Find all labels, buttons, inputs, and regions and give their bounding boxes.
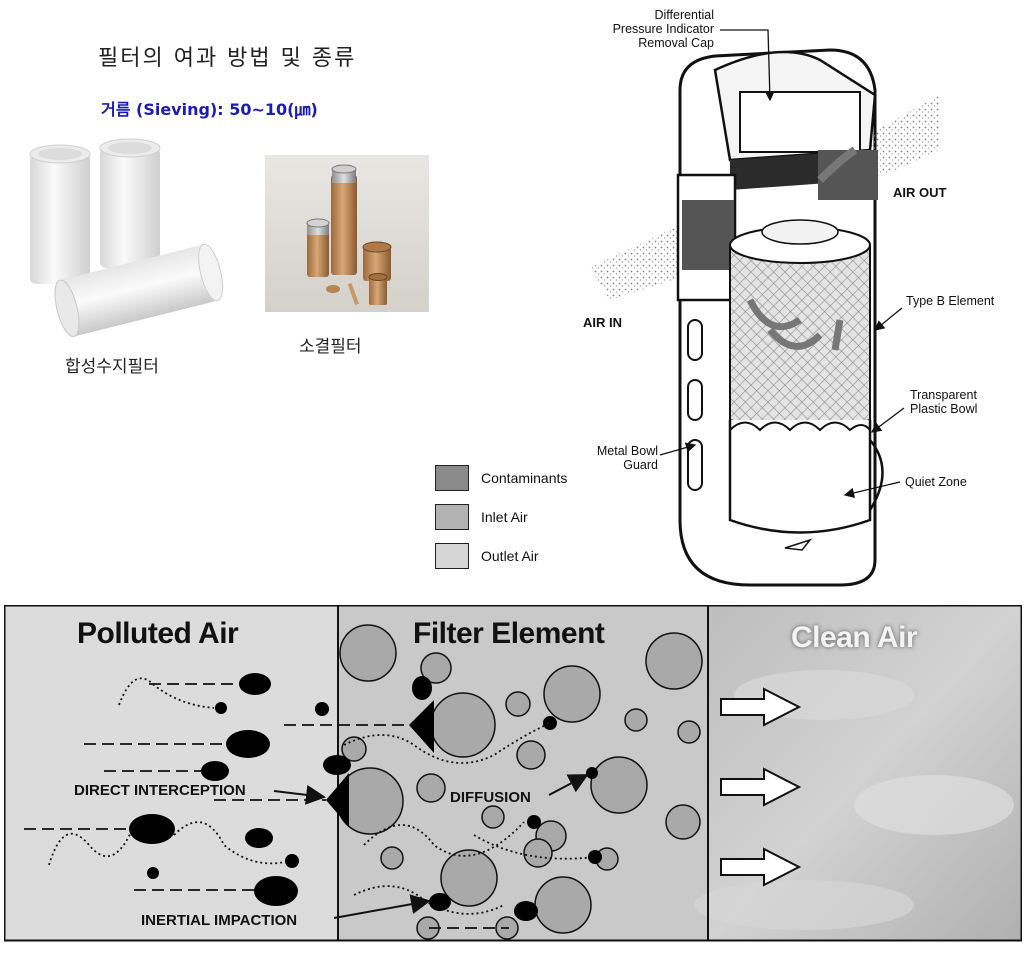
legend-swatch-contaminants [435,465,469,491]
air-out-label: AIR OUT [893,185,947,200]
label-line: Transparent [910,388,977,402]
sintered-filter-caption: 소결필터 [299,337,362,357]
legend: Contaminants Inlet Air Outlet Air [435,465,567,569]
quiet-zone-label: Quiet Zone [905,475,967,489]
label-line: Metal Bowl [596,444,658,458]
air-in-label: AIR IN [583,315,622,330]
label-line: Differential [654,8,714,22]
legend-swatch-inlet-air [435,504,469,530]
legend-item-contaminants: Contaminants [435,465,567,491]
label-line: Removal Cap [638,36,714,50]
label-line: Plastic Bowl [910,402,978,416]
filtration-mechanism-diagram [4,605,1022,942]
legend-item-inlet-air: Inlet Air [435,504,567,530]
synthetic-filter-image [29,138,224,338]
label-line: Pressure Indicator [612,22,714,36]
diffusion-label: DIFFUSION [450,789,531,806]
page-title: 필터의 여과 방법 및 종류 [98,46,357,71]
differential-indicator-label: Differential Pressure Indicator Removal … [600,8,714,50]
transparent-bowl-label: Transparent Plastic Bowl [910,388,977,416]
legend-label: Contaminants [481,470,568,486]
filter-element-heading: Filter Element [413,617,605,650]
legend-item-outlet-air: Outlet Air [435,543,567,569]
sintered-filter-image [265,155,429,312]
inertial-impaction-label: INERTIAL IMPACTION [141,912,298,929]
direct-interception-label: DIRECT INTERCEPTION [74,782,246,799]
clean-air-heading: Clean Air [791,621,918,654]
legend-label: Inlet Air [481,509,528,525]
filter-cutaway-diagram [590,29,940,587]
sieving-subtitle: 거름 (Sieving): 50~10(㎛) [101,100,318,119]
label-line: Guard [623,458,658,472]
type-b-element-label: Type B Element [906,294,995,308]
metal-bowl-guard-label: Metal Bowl Guard [582,444,658,472]
polluted-air-heading: Polluted Air [77,617,239,650]
legend-swatch-outlet-air [435,543,469,569]
legend-label: Outlet Air [481,548,539,564]
synthetic-filter-caption: 합성수지필터 [65,357,159,377]
